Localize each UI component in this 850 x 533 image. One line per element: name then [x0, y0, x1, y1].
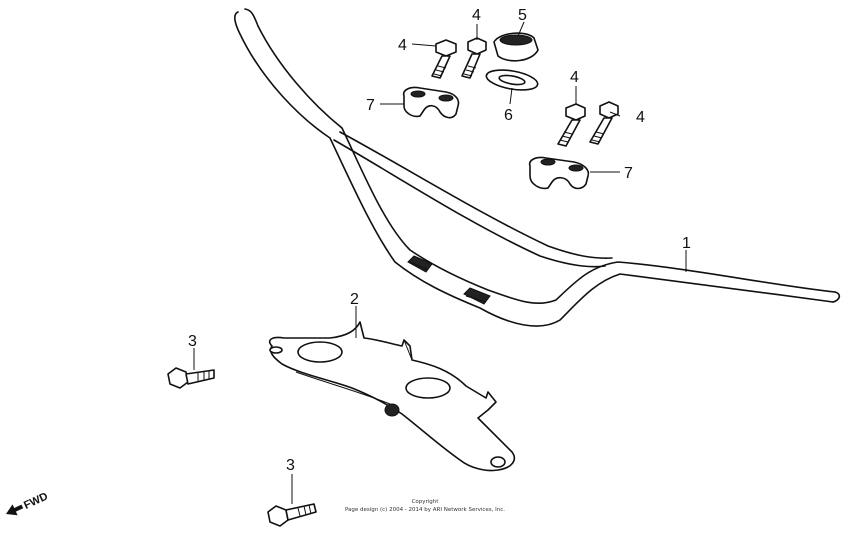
copyright-title: Copyright [412, 499, 440, 505]
bolt-4-c[interactable] [557, 103, 586, 147]
knurl-band-left [407, 255, 433, 273]
handlebar[interactable] [234, 8, 841, 327]
forward-arrow-icon [6, 504, 24, 516]
bolt-3-a[interactable] [167, 367, 215, 389]
callout-1: 1 [682, 235, 691, 252]
callout-4-c: 4 [570, 69, 579, 86]
callout-3-bottom: 3 [286, 457, 295, 474]
callout-7-left: 7 [366, 97, 375, 114]
washer[interactable] [485, 67, 539, 94]
handlebar-lower-holder[interactable] [268, 321, 516, 472]
callout-2: 2 [350, 291, 359, 308]
forward-direction-indicator: FWD [6, 490, 50, 516]
callout-4-a: 4 [398, 37, 407, 54]
callout-7-right: 7 [624, 165, 633, 182]
leader-lines [193, 21, 687, 504]
bolt-3-b[interactable] [267, 503, 317, 527]
bolt-4-d[interactable] [589, 101, 619, 145]
callout-4-d: 4 [636, 109, 645, 126]
cap[interactable] [493, 32, 539, 62]
handlebar-upper-holder-right[interactable] [528, 156, 590, 190]
callout-5: 5 [518, 7, 527, 24]
bolt-4-a[interactable] [431, 39, 457, 79]
copyright-notice: Page design (c) 2004 - 2014 by ARI Netwo… [345, 507, 505, 513]
callout-6: 6 [504, 107, 513, 124]
knurl-band-right [463, 287, 491, 305]
handlebar-upper-holder-left[interactable] [402, 86, 460, 119]
bolt-4-b[interactable] [461, 37, 487, 79]
callout-4-b: 4 [472, 7, 481, 24]
forward-label: FWD [22, 490, 50, 511]
callout-3-left: 3 [188, 333, 197, 350]
